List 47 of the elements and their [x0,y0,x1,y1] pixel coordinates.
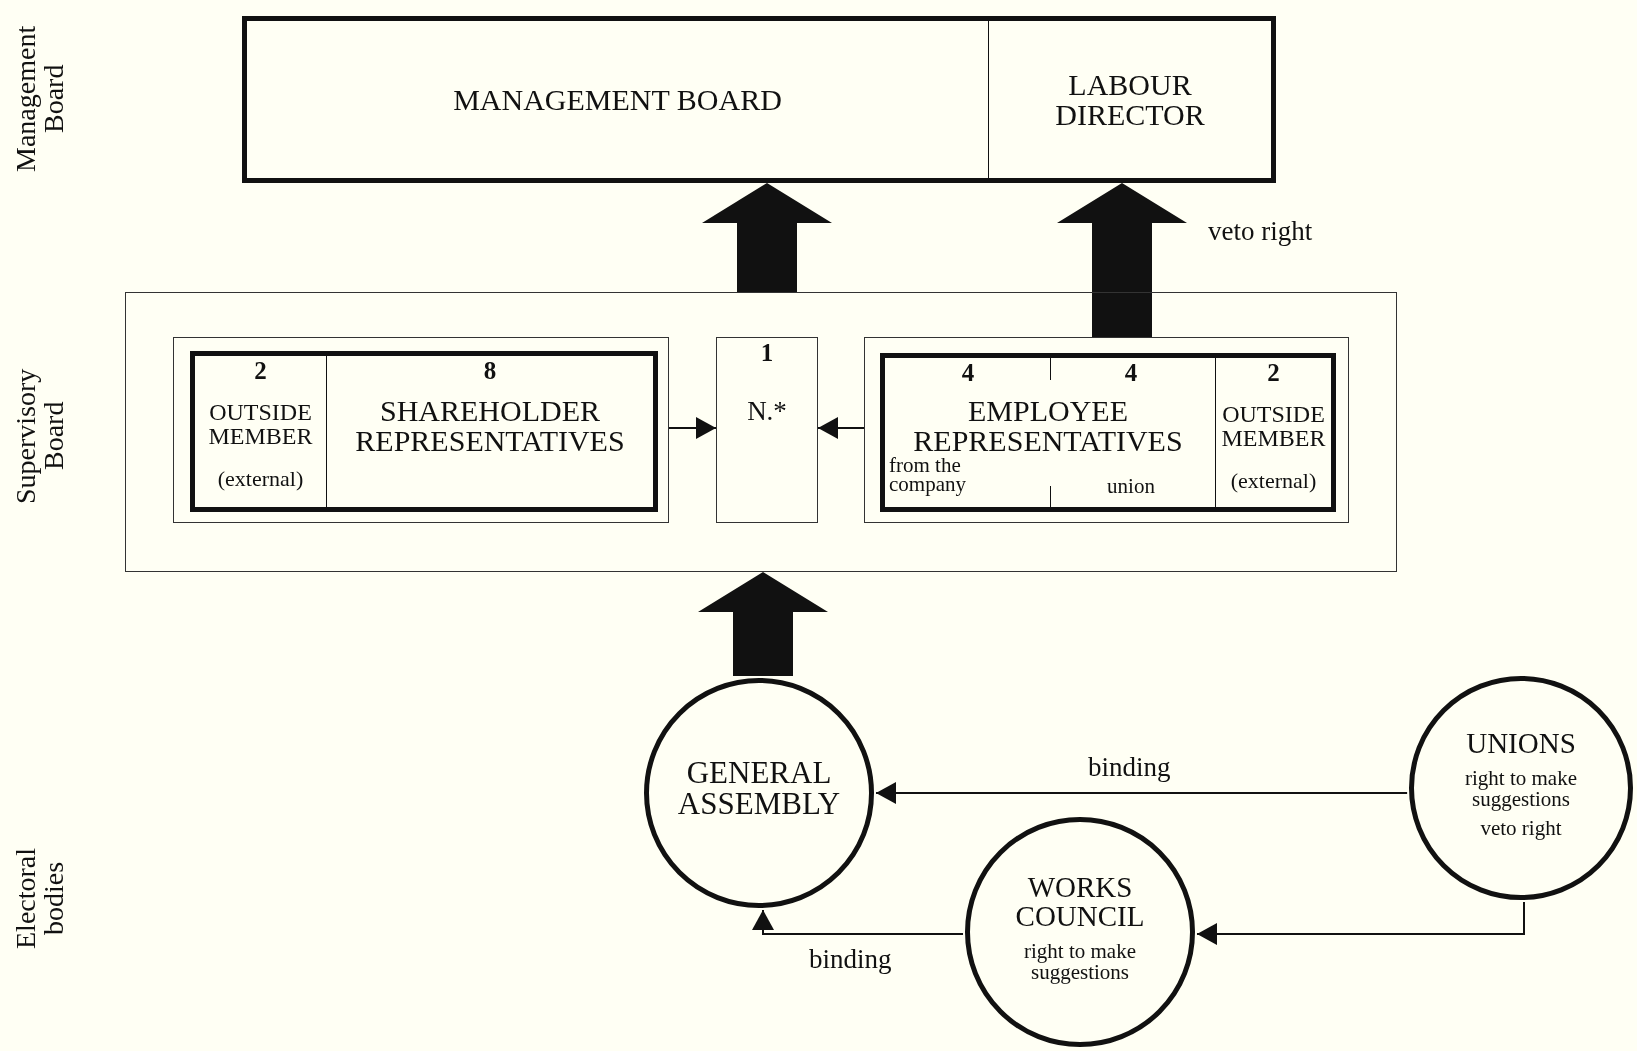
level-label: Supervisory Board [12,367,70,506]
group-frame [173,337,669,523]
arrow [817,417,865,439]
body-name: UNIONS [1466,729,1576,758]
body-circle [965,817,1195,1047]
member-count: 4 [960,360,976,385]
seat-cell [327,351,658,512]
role-heading: OUTSIDE MEMBER [207,400,314,448]
role-heading: OUTSIDE MEMBER [1220,402,1327,450]
note: veto right [1480,818,1562,839]
level-label: Electoral bodies [12,846,70,951]
member-count: 1 [759,340,775,365]
body-circle [644,678,874,908]
body-circle [1409,676,1633,900]
role-heading: EMPLOYEE REPRESENTATIVES [912,396,1184,456]
role-heading: N.* [746,398,788,425]
group-frame [864,337,1349,523]
seat-cell [716,337,818,523]
seat-cell [1216,353,1336,512]
member-count: 4 [1123,360,1139,385]
note: (external) [1229,470,1318,492]
block-arrow [1057,183,1187,337]
member-count: 8 [482,358,498,383]
board-box [989,16,1276,183]
block-arrow [702,183,832,292]
arrow [752,908,964,935]
note: (external) [216,468,305,490]
board-box [242,16,989,183]
arrow [875,782,1409,804]
member-count: 2 [1266,360,1281,385]
seat-cell [880,353,1216,512]
seat-cell [190,351,327,512]
level-label: Management Board [12,24,70,175]
board-heading: MANAGEMENT BOARD [452,84,783,115]
note: union [1106,476,1156,497]
member-count: 2 [253,358,268,383]
note: right to make suggestions [1023,941,1137,983]
role-heading: SHAREHOLDER REPRESENTATIVES [354,396,626,456]
block-arrow [698,572,828,677]
note: right to make suggestions [1464,768,1578,810]
body-name: WORKS COUNCIL [1014,873,1146,931]
group-frame [125,292,1397,572]
arrow [1196,900,1525,945]
note: from the company [889,456,967,494]
body-name: GENERAL ASSEMBLY [676,757,842,819]
board-heading: LABOUR DIRECTOR [1054,69,1206,130]
arrow [668,417,717,439]
